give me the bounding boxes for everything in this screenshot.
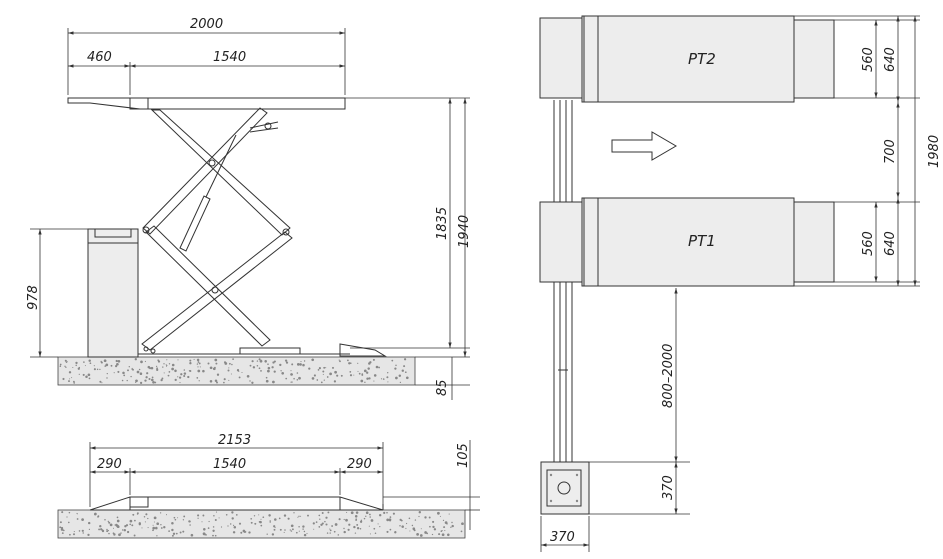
control-console [87, 228, 139, 358]
dim-base: 85 [435, 379, 450, 396]
dim-platform: 1540 [213, 50, 246, 65]
low-platform [89, 496, 384, 511]
pt1-label: PT1 [688, 232, 716, 250]
console-dial-icon [557, 481, 571, 495]
pt1-left-pad [539, 201, 583, 283]
low-dim-ramp-left: 290 [97, 457, 122, 472]
dim-console-height: 978 [26, 285, 41, 310]
pt1-right-pad [793, 201, 835, 283]
low-ground-texture [59, 511, 464, 537]
pt2-right-pad [793, 19, 835, 99]
low-dim-platform: 1540 [213, 457, 246, 472]
dim-total-length: 2000 [190, 17, 223, 32]
side-platform [67, 97, 346, 110]
pt2-dim-640: 640 [883, 47, 898, 72]
pt1-dim-640: 640 [883, 231, 898, 256]
pt2-platform [581, 15, 795, 103]
dim-ramp: 460 [87, 50, 112, 65]
overall-dim-1980: 1980 [927, 135, 942, 168]
console-dim-h: 370 [661, 475, 676, 500]
pt2-label: PT2 [688, 50, 716, 68]
hose-dim: 800–2000 [661, 344, 676, 408]
direction-arrow-icon [611, 131, 677, 161]
low-dim-ramp-right: 290 [347, 457, 372, 472]
console-dim-w: 370 [550, 530, 575, 545]
side-view: 2000 460 1540 1835 1940 978 85 [26, 17, 472, 400]
lowered-view: 2153 290 1540 290 105 [57, 433, 480, 539]
low-ground-slab [57, 509, 466, 539]
pt1-platform [581, 197, 795, 287]
gap-dim-700: 700 [883, 139, 898, 164]
dim-height-1940: 1940 [457, 215, 472, 248]
low-dim-height: 105 [456, 443, 471, 468]
top-view: PT2 PT1 560 640 700 1980 560 [539, 15, 942, 552]
side-ground-texture [59, 358, 409, 385]
scissor-arms [138, 107, 387, 357]
pt2-dim-560: 560 [861, 47, 876, 72]
pt2-left-pad [539, 17, 583, 99]
pt1-dim-560: 560 [861, 231, 876, 256]
low-dim-total: 2153 [218, 433, 251, 448]
dim-height-1835: 1835 [435, 207, 450, 240]
